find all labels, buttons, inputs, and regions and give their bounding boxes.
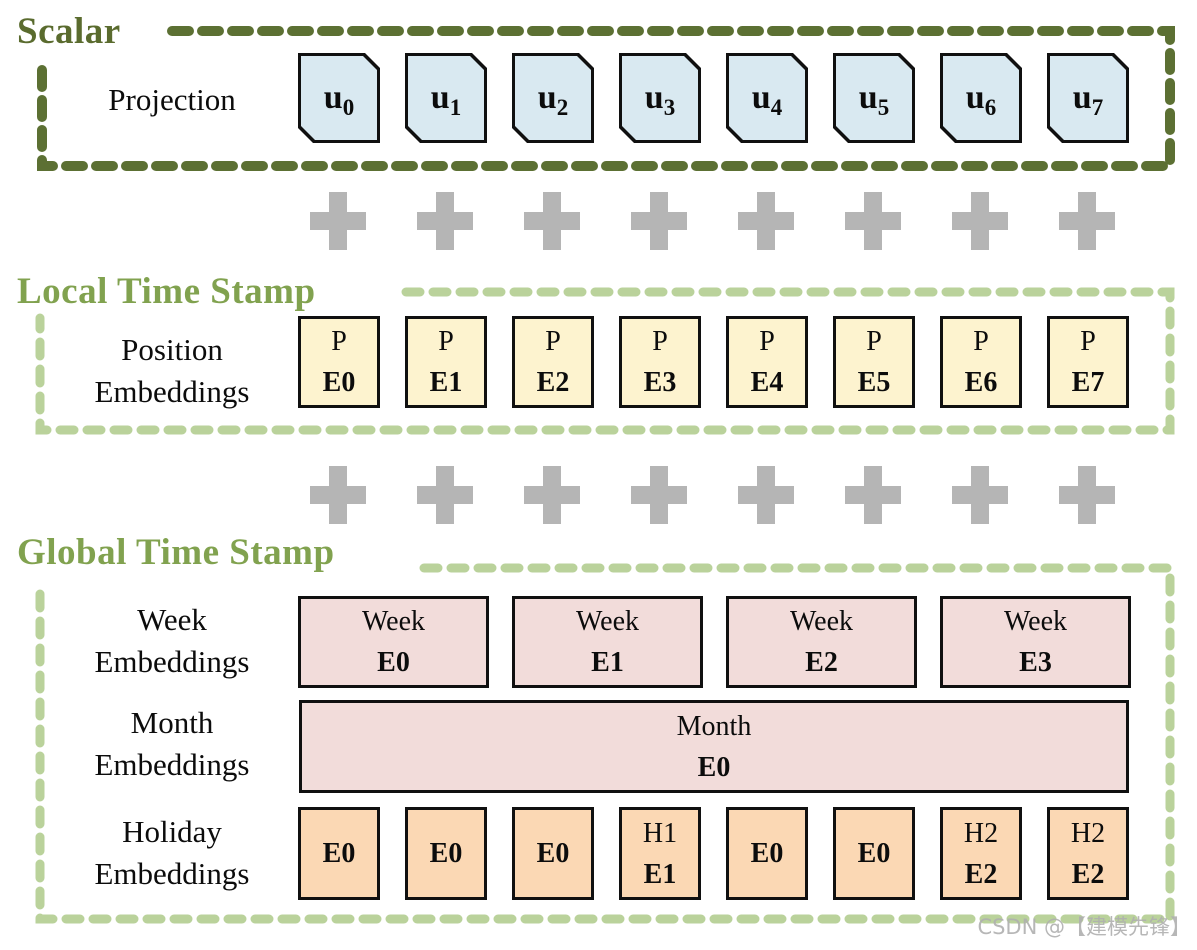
plus-icon [310,466,366,524]
plus-icon [738,192,794,250]
scalar-box-u2: u2 [512,53,594,143]
plus-icon [417,466,473,524]
month-embeddings-label: Month Embeddings [94,705,250,782]
plus-icon [524,192,580,250]
plus-icon [952,192,1008,250]
holiday-box-2: E0 [512,807,594,900]
scalar-box-u6: u6 [940,53,1022,143]
scalar-box-u1: u1 [405,53,487,143]
scalar-box-u3: u3 [619,53,701,143]
holiday-box-0: E0 [298,807,380,900]
position-embeddings-label: Position Embeddings [94,332,250,409]
scalar-box-u5: u5 [833,53,915,143]
plus-icon [417,192,473,250]
plus-icon [631,192,687,250]
local-timestamp-section-title: Local Time Stamp [17,271,316,312]
plus-icon [1059,192,1115,250]
plus-icon [845,466,901,524]
scalar-box-u7: u7 [1047,53,1129,143]
local-timestamp-dashed-border [35,287,1175,435]
holiday-box-1: E0 [405,807,487,900]
global-timestamp-section-title: Global Time Stamp [17,532,335,573]
plus-icon [310,192,366,250]
week-embeddings-label: Week Embeddings [94,602,250,679]
projection-label: Projection [108,82,236,117]
holiday-box-5: E0 [833,807,915,900]
plus-icon [952,466,1008,524]
scalar-box-u0: u0 [298,53,380,143]
plus-icon [631,466,687,524]
plus-icon [524,466,580,524]
global-timestamp-dashed-border [35,563,1175,924]
scalar-section-title: Scalar [17,11,121,52]
scalar-box-u4: u4 [726,53,808,143]
scalar-dashed-border [37,26,1175,171]
plus-icon [1059,466,1115,524]
plus-icon [845,192,901,250]
watermark-text: CSDN @【建模先锋】 [977,915,1191,939]
holiday-embeddings-label: Holiday Embeddings [94,814,250,891]
plus-icon [738,466,794,524]
holiday-box-4: E0 [726,807,808,900]
